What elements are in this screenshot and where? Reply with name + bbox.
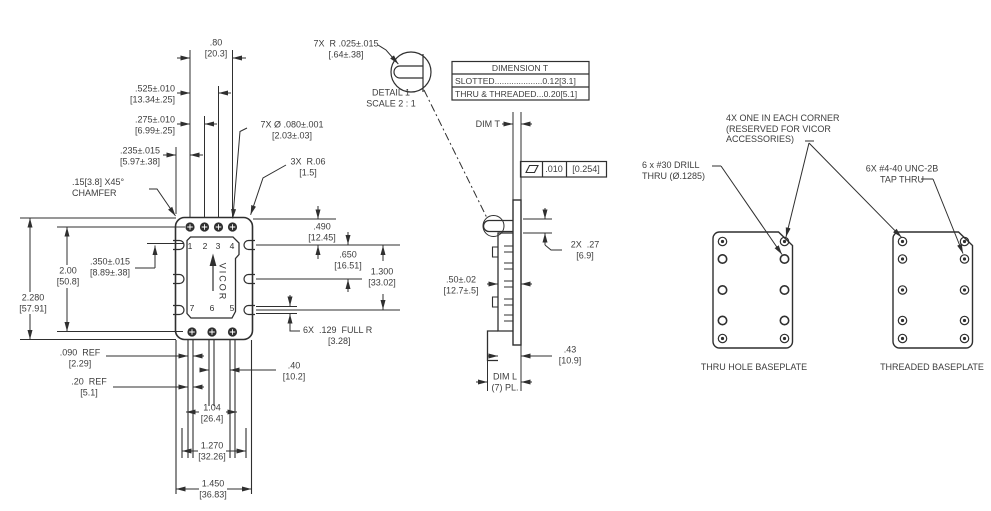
baseplate-leaders bbox=[712, 140, 964, 255]
dim-650: .650 [16.51] bbox=[334, 249, 362, 271]
dimension-t-table-box bbox=[451, 60, 590, 101]
dim-1450: 1.450 [36.83] bbox=[199, 478, 227, 500]
dim-pin-row-height: 2.00 [50.8] bbox=[56, 265, 80, 287]
dim-350: .350±.015 [8.89±.38] bbox=[90, 256, 130, 278]
front-view-outline bbox=[174, 216, 254, 341]
front-view-extension-lines bbox=[175, 50, 233, 218]
detail-title: DETAIL 1 SCALE 2 : 1 bbox=[366, 87, 416, 109]
dim-pin1-pin2: .275±.010 [6.99±.25] bbox=[135, 114, 175, 136]
corner-radius-note: 3X R.06 [1.5] bbox=[290, 156, 326, 178]
dim-040: .40 [10.2] bbox=[282, 360, 306, 382]
dim-1270: 1.270 [32.26] bbox=[198, 440, 226, 462]
pin-number-6: 6 bbox=[209, 302, 215, 313]
pin-number-2: 2 bbox=[202, 240, 208, 251]
pin-number-3: 3 bbox=[215, 240, 221, 251]
pin-number-7: 7 bbox=[189, 302, 195, 313]
detail-view bbox=[377, 44, 488, 219]
pin-number-5: 5 bbox=[229, 302, 235, 313]
dim-top-width: .80 [20.3] bbox=[204, 37, 228, 59]
side-view-dimensions bbox=[476, 121, 562, 391]
dim-490: .490 [12.45] bbox=[308, 221, 336, 243]
dim-104: 1.04 [26.4] bbox=[200, 402, 224, 424]
dim-t-label: DIM T bbox=[475, 118, 500, 129]
front-view-edge-slots bbox=[173, 239, 255, 316]
drill-thru-note: 6 x #30 DRILL THRU (Ø.1285) bbox=[642, 160, 706, 181]
flatness-callout-box bbox=[519, 160, 608, 178]
dim-edge-to-pin: .235±.015 [5.97±.38] bbox=[120, 145, 160, 167]
front-view-leads bbox=[175, 340, 253, 494]
front-view-top-pins bbox=[185, 222, 238, 232]
front-view-bottom-pins bbox=[187, 327, 238, 337]
dimension-t-slotted-row: SLOTTED....................0.12[3.1] bbox=[455, 76, 576, 86]
pin-number-4: 4 bbox=[229, 240, 235, 251]
dimension-t-title: DIMENSION T bbox=[491, 62, 549, 73]
drill-thru-holes bbox=[717, 254, 790, 326]
slot-note: 6X .129 FULL R [3.28] bbox=[303, 325, 373, 346]
dim-1300: 1.300 [33.02] bbox=[368, 266, 396, 288]
dim-2x-27: 2X .27 [6.9] bbox=[570, 239, 600, 261]
corner-accessory-holes bbox=[717, 236, 790, 344]
threaded-baseplate bbox=[892, 231, 974, 349]
chamfer-note: .15[3.8] X45° CHAMFER bbox=[72, 177, 125, 198]
flatness-value: .010 bbox=[545, 163, 563, 174]
dim-l-label: DIM L (7) PL. bbox=[491, 371, 519, 393]
front-view-right-dimensions bbox=[253, 206, 400, 332]
dim-020-ref: .20 REF [5.1] bbox=[71, 376, 107, 398]
dim-43: .43 [10.9] bbox=[558, 344, 582, 366]
threaded-holes bbox=[897, 236, 970, 344]
threaded-baseplate-label: THREADED BASEPLATE bbox=[880, 361, 984, 372]
tap-thru-note: 6X #4-40 UNC-2B TAP THRU bbox=[865, 163, 939, 185]
flatness-mm: [0.254] bbox=[572, 163, 600, 174]
dimension-t-thru-row: THRU & THREADED...0.20[5.1] bbox=[455, 89, 578, 99]
brand-label: VICOR bbox=[217, 262, 228, 302]
front-view-top-dimensions bbox=[149, 55, 287, 219]
pin-number-1: 1 bbox=[187, 240, 193, 251]
dim-pin1-pin3: .525±.010 [13.34±.25] bbox=[130, 83, 175, 105]
pin-hole-note: 7X Ø .080±.001 [2.03±.03] bbox=[260, 119, 324, 141]
dim-overall-height: 2.280 [57.91] bbox=[19, 292, 47, 314]
thru-hole-baseplate-label: THRU HOLE BASEPLATE bbox=[700, 361, 808, 372]
thru-hole-baseplate bbox=[712, 231, 794, 349]
side-view bbox=[482, 112, 522, 362]
detail-radius-note: 7X R .025±.015 [.64±.38] bbox=[313, 38, 379, 60]
front-view-bottom-dimensions bbox=[106, 353, 276, 492]
flatness-icon bbox=[525, 164, 539, 174]
dim-090-ref: .090 REF [2.29] bbox=[59, 347, 101, 369]
corner-accessory-note: 4X ONE IN EACH CORNER (RESERVED FOR VICO… bbox=[726, 113, 840, 144]
front-view-left-dimensions bbox=[20, 217, 185, 340]
orientation-arrow-icon bbox=[209, 253, 217, 291]
dim-50: .50±.02 [12.7±.5] bbox=[443, 274, 479, 296]
